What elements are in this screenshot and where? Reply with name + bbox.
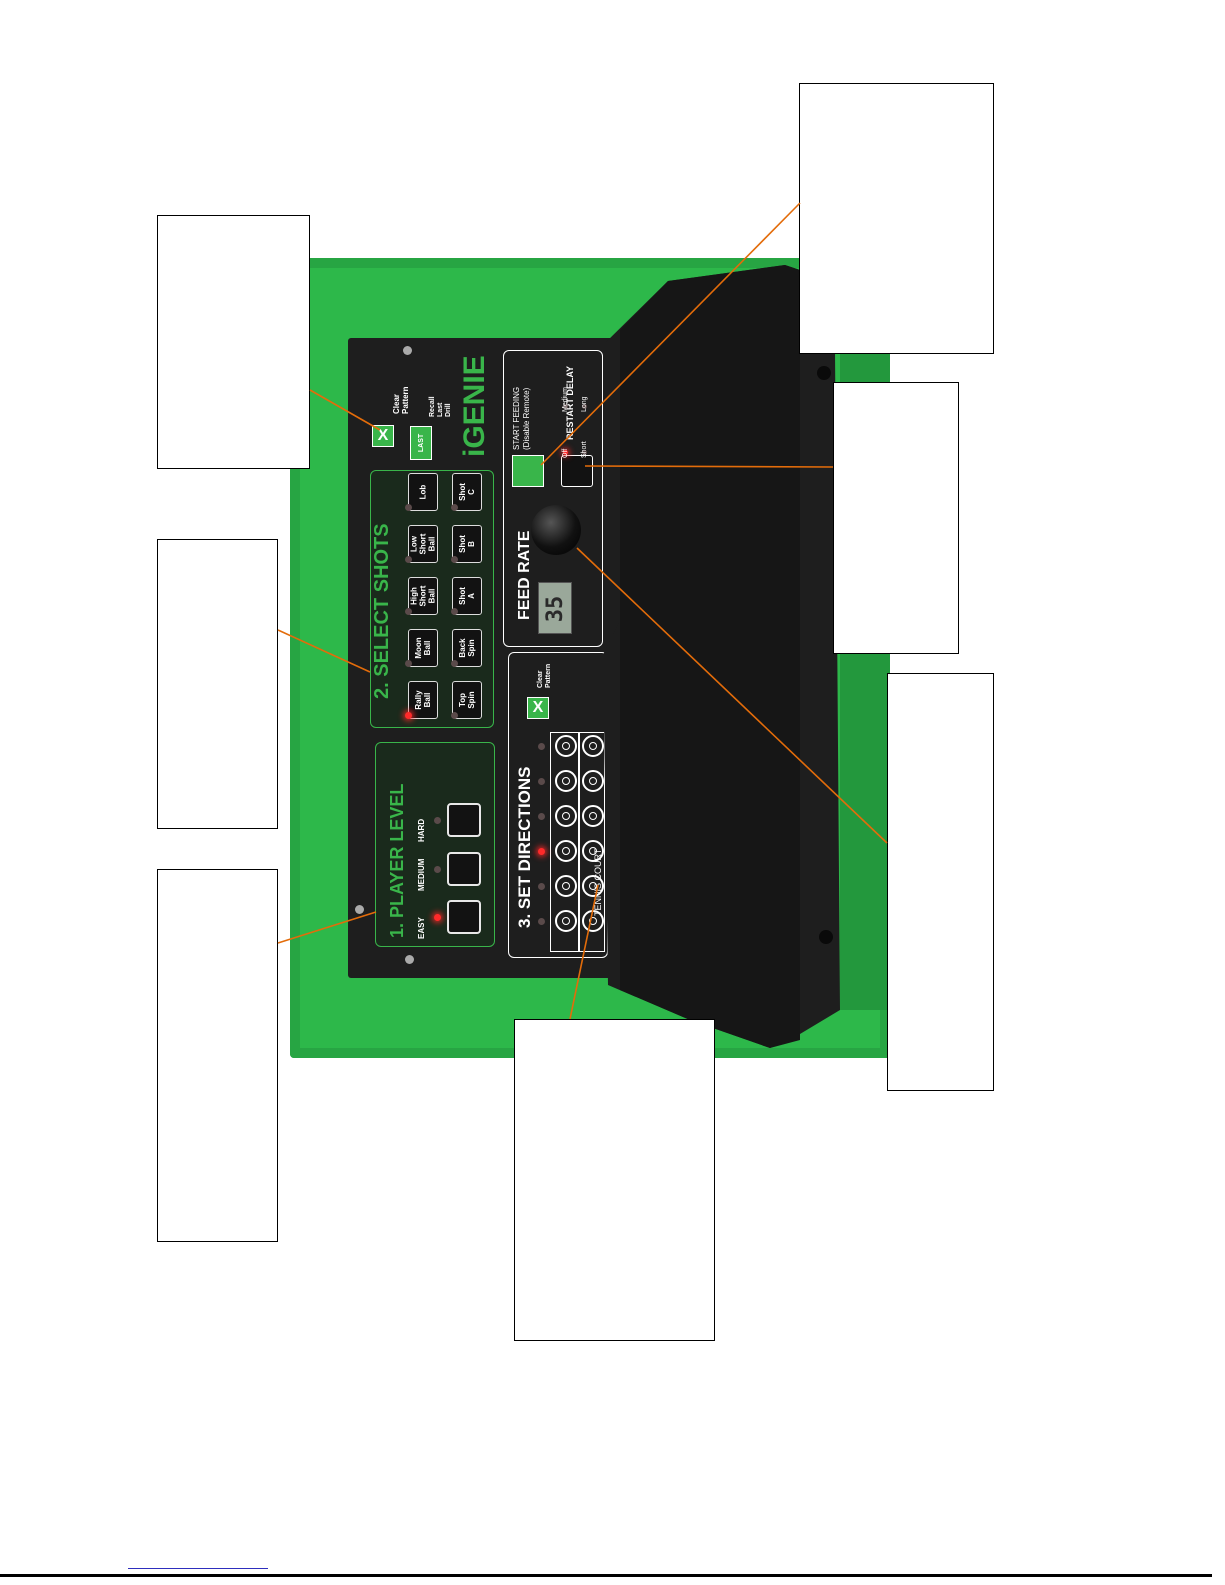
- shot-indicator-led: [451, 712, 458, 719]
- shot-indicator-led: [451, 504, 458, 511]
- start-feeding-button[interactable]: [512, 455, 544, 487]
- shot-indicator-led: [451, 608, 458, 615]
- direction-led: [538, 883, 545, 890]
- footer-link-underline[interactable]: [128, 1568, 268, 1569]
- shot-indicator-led: [405, 660, 412, 667]
- callout-box-top-right: [799, 83, 994, 354]
- direction-target[interactable]: [555, 770, 577, 792]
- direction-led: [538, 778, 545, 785]
- direction-target[interactable]: [555, 840, 577, 862]
- shot-button-low-short-ball[interactable]: Low Short Ball: [408, 525, 438, 563]
- callout-box-bottom-center: [514, 1019, 715, 1341]
- shot-indicator-led: [451, 660, 458, 667]
- callout-box-bottom-left: [157, 869, 278, 1242]
- screw: [355, 905, 364, 914]
- direction-led: [538, 918, 545, 925]
- direction-led: [538, 813, 545, 820]
- player-level-button-easy[interactable]: [447, 900, 481, 934]
- feed-rate-knob[interactable]: [531, 505, 581, 555]
- shot-button-moon-ball[interactable]: Moon Ball: [408, 629, 438, 667]
- shot-button-high-short-ball[interactable]: High Short Ball: [408, 577, 438, 615]
- shot-indicator-led: [405, 608, 412, 615]
- player-level-led: [434, 866, 441, 873]
- callout-box-middle-right: [833, 382, 959, 654]
- player-level-led: [434, 817, 441, 824]
- shot-button-lob[interactable]: Lob: [408, 473, 438, 511]
- callout-box-middle-left: [157, 539, 278, 829]
- shot-indicator-led: [405, 556, 412, 563]
- direction-target[interactable]: [555, 805, 577, 827]
- player-level-button-hard[interactable]: [447, 803, 481, 837]
- feed-rate-display: 35: [538, 582, 572, 634]
- screw: [405, 955, 414, 964]
- footer-rule: [0, 1574, 1212, 1577]
- callout-box-top-left: [157, 215, 310, 469]
- shot-button-rally-ball[interactable]: Rally Ball: [408, 681, 438, 719]
- shot-indicator-led: [405, 504, 412, 511]
- screw: [403, 346, 412, 355]
- player-level-led: [434, 914, 441, 921]
- shot-indicator-led: [405, 712, 412, 719]
- last-button[interactable]: LAST: [410, 426, 432, 460]
- direction-led: [538, 848, 545, 855]
- direction-target[interactable]: [555, 735, 577, 757]
- clear-pattern-button-directions[interactable]: X: [527, 697, 549, 719]
- shot-indicator-led: [451, 556, 458, 563]
- callout-box-lower-right: [887, 673, 994, 1091]
- player-level-button-medium[interactable]: [447, 852, 481, 886]
- direction-led: [538, 743, 545, 750]
